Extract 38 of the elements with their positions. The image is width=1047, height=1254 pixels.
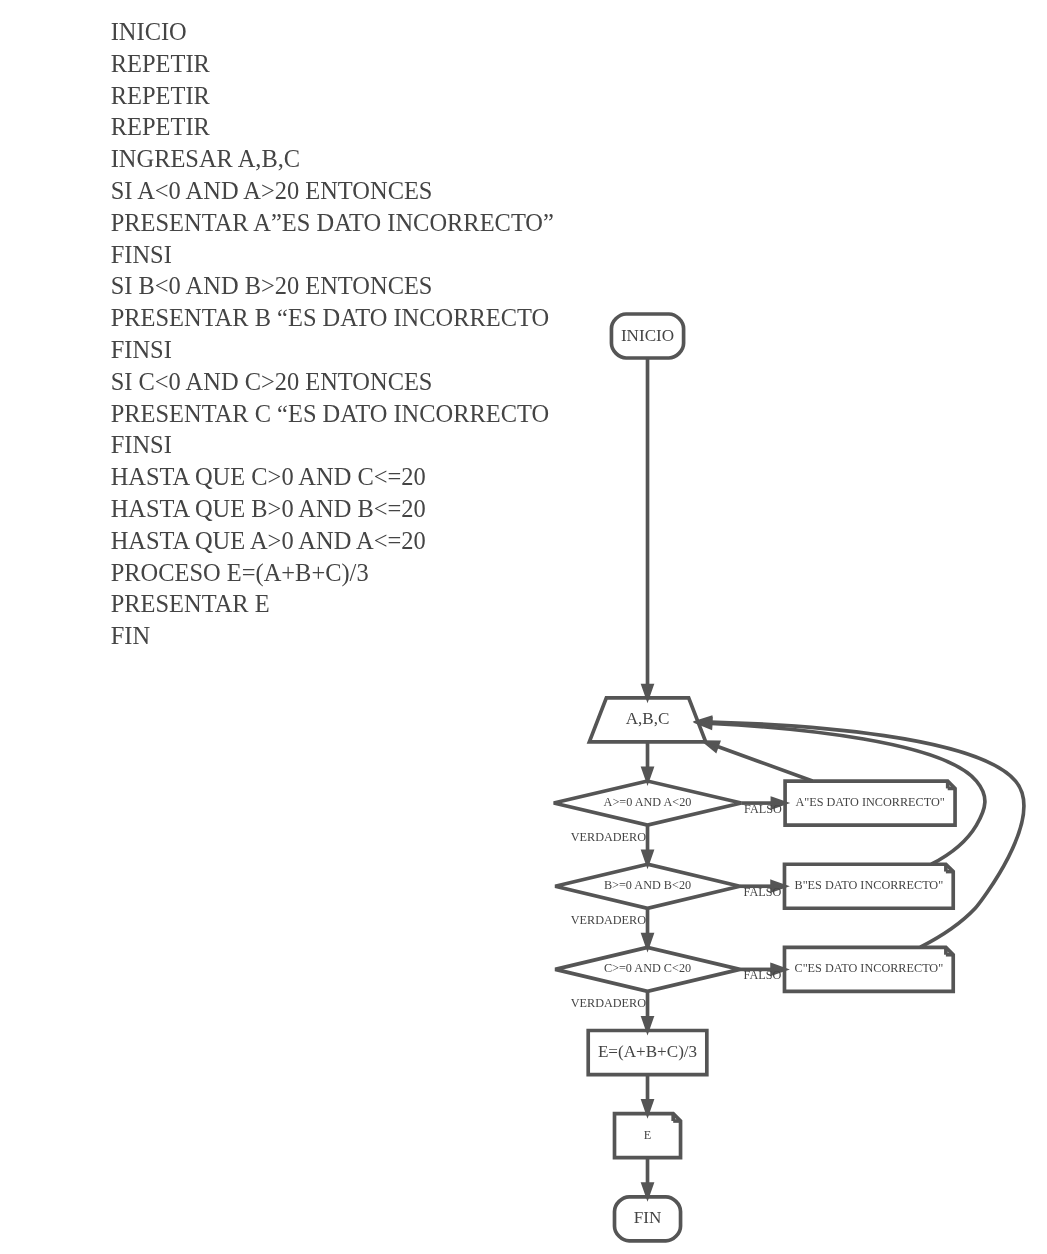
label: HASTA QUE A>0 AND A<=20 [110,526,426,554]
arrow [640,825,654,870]
arrow [640,908,654,953]
node-diamond: C>=0 AND C<20 [552,945,742,994]
edge-label: VERDADERO [570,912,646,927]
label: HASTA QUE C>0 AND C<=20 [110,463,426,491]
node-diamond: A>=0 AND A<20 [551,779,743,827]
label: PRESENTAR C “ES DATO INCORRECTO [110,399,549,427]
arrow [640,742,654,787]
label: SI B<0 AND B>20 ENTONCES [110,272,432,300]
label: FIN [110,622,150,650]
label: REPETIR [110,113,210,141]
label: FINSI [110,431,172,459]
arrow [740,796,790,810]
edge-label: VERDADERO [570,995,646,1010]
label: PRESENTAR E [110,590,270,618]
label: HASTA QUE B>0 AND B<=20 [110,494,426,522]
label: INGRESAR A,B,C [110,145,300,173]
edge-label: FALSO [743,801,782,816]
label: REPETIR [110,49,210,77]
arrow [640,991,654,1036]
label: FINSI [110,335,172,363]
label: PRESENTAR B “ES DATO INCORRECTO [110,304,549,332]
label: INICIO [110,18,187,46]
label: REPETIR [110,81,210,109]
edge-label: VERDADERO [570,829,646,844]
label: SI A<0 AND A>20 ENTONCES [110,177,432,205]
label: PROCESO E=(A+B+C)/3 [110,558,369,586]
node-box: FIN [612,1195,682,1243]
label: SI C<0 AND C>20 ENTONCES [110,367,432,395]
arrow [640,1074,654,1119]
node-box: INICIO [609,312,685,360]
label: PRESENTAR A”ES DATO INCORRECTO” [110,208,554,236]
node-diamond: B>=0 AND B<20 [552,862,742,911]
node-box: E=(A+B+C)/3 [585,1028,709,1077]
arrow [640,1158,654,1202]
label: FINSI [110,240,172,268]
arrow [640,358,654,704]
